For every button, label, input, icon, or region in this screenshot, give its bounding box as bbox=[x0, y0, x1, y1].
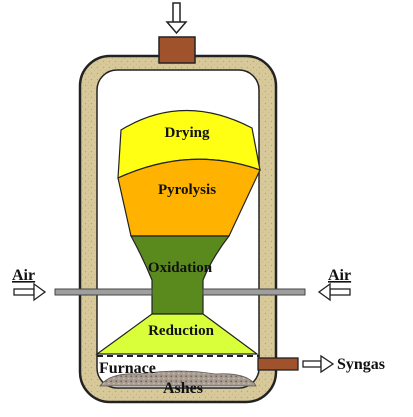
syngas-arrow bbox=[302, 354, 335, 374]
drying-label: Drying bbox=[165, 125, 211, 141]
air-arrow-left bbox=[13, 282, 47, 302]
air-label-right: Air bbox=[328, 267, 351, 284]
syngas-label: Syngas bbox=[337, 356, 385, 373]
air-pipe-right bbox=[202, 288, 306, 296]
air-arrow-right bbox=[317, 282, 351, 302]
feed-port bbox=[158, 36, 196, 64]
air-pipe-left bbox=[54, 288, 153, 296]
oxidation-label: Oxidation bbox=[148, 260, 213, 276]
reduction-zone bbox=[95, 313, 259, 355]
feed-arrow bbox=[165, 2, 188, 35]
reduction-label: Reduction bbox=[148, 323, 214, 339]
furnace-label: Furnace bbox=[99, 360, 156, 377]
ash-bed bbox=[99, 370, 257, 387]
air-label-left: Air bbox=[12, 267, 35, 284]
pyrolysis-label: Pyrolysis bbox=[158, 182, 216, 198]
ashes-label: Ashes bbox=[163, 380, 203, 397]
pyrolysis-zone bbox=[117, 158, 261, 237]
syngas-outlet-port bbox=[257, 357, 299, 371]
